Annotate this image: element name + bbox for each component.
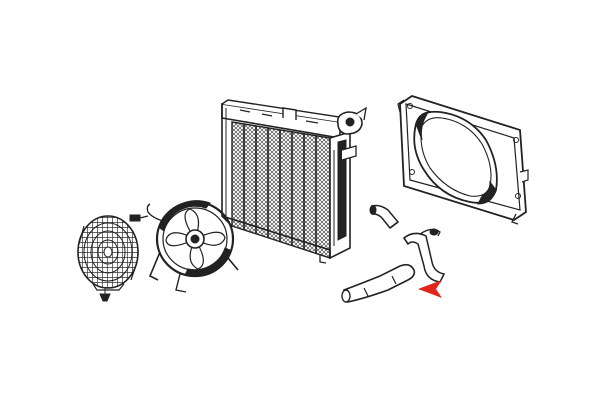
long-hose-icon (341, 263, 416, 303)
screw-icon (99, 287, 111, 302)
red-arrow-icon (418, 280, 442, 298)
wire-connector-icon (129, 203, 167, 223)
electric-fan-icon (148, 200, 239, 293)
fan-grille-icon (77, 215, 139, 291)
upper-hose-short-icon (369, 204, 400, 230)
radiator-icon (221, 99, 357, 264)
radiator-cap-icon (336, 106, 367, 135)
fan-shroud-icon (397, 95, 529, 225)
